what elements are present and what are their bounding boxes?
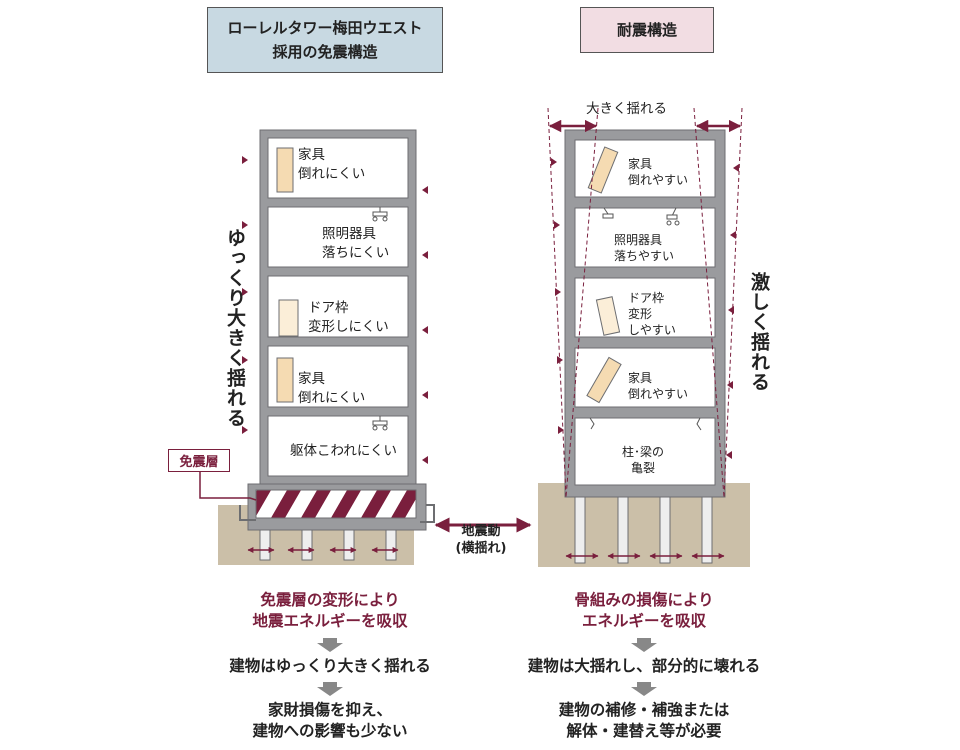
isolation-leader — [199, 472, 257, 501]
left-furniture — [276, 147, 294, 193]
isolation-structure-title: ローレルタワー梅田ウエスト 採用の免震構造 — [207, 7, 443, 73]
label-line: 照明器具 — [614, 233, 663, 247]
label-line: 倒れにくい — [298, 390, 366, 406]
down-arrow-icon — [317, 682, 343, 696]
label-line: 家具 — [628, 157, 653, 171]
label-line: 家具 — [628, 371, 653, 385]
left-floor-3-label: ドア枠 変形しにくい — [308, 299, 389, 337]
flow-line: 建物はゆっくり大きく揺れる — [229, 657, 431, 675]
flow-line: 建物への影響も少ない — [252, 722, 408, 740]
crack-mark — [589, 417, 595, 430]
left-step2-text: 建物はゆっくり大きく揺れる — [200, 656, 460, 677]
left-floor-1-label: 家具 倒れにくい — [298, 146, 365, 184]
large-sway-label: 大きく揺れる — [586, 101, 667, 117]
flow-arrows — [317, 638, 657, 696]
flow-line: 地震エネルギーを吸収 — [252, 612, 408, 630]
down-arrow-icon — [631, 638, 657, 652]
flow-line: 建物の補修・補強または — [558, 701, 730, 719]
right-result-text: 骨組みの損傷により エネルギーを吸収 — [524, 590, 764, 632]
lamp-icon — [666, 207, 680, 226]
label-line: 変形 — [628, 307, 653, 321]
flow-line: 骨組みの損傷により — [574, 591, 714, 609]
label-line: 倒れやすい — [628, 387, 689, 401]
left-step3-text: 家財損傷を抑え、 建物への影響も少ない — [200, 700, 460, 742]
label-line: 柱･梁の — [622, 445, 665, 459]
earthquake-resistant-title: 耐震構造 — [580, 7, 714, 53]
down-arrow-icon — [631, 682, 657, 696]
right-step2-text: 建物は大揺れし、部分的に壊れる — [500, 656, 788, 677]
left-floor-4-label: 家具 倒れにくい — [298, 370, 365, 408]
left-furniture — [276, 357, 294, 403]
right-pile — [617, 496, 629, 564]
flow-line: 解体・建替え等が必要 — [566, 722, 722, 740]
title-left-line1: ローレルタワー梅田ウエスト — [227, 19, 423, 37]
flow-line: 免震層の変形により — [260, 591, 400, 609]
right-furniture — [586, 356, 622, 404]
right-room-2 — [574, 207, 716, 268]
left-floor-5-label: 躯体こわれにくい — [290, 442, 397, 461]
label-line: 亀裂 — [631, 461, 656, 475]
left-floor-2-label: 照明器具 落ちにくい — [322, 225, 389, 263]
lamp-icon — [602, 207, 614, 219]
title-left-line2: 採用の免震構造 — [272, 43, 378, 61]
left-pile — [301, 529, 313, 561]
right-floor-5-label: 柱･梁の 亀裂 — [622, 444, 664, 476]
right-floor-4-label: 家具 倒れやすい — [628, 370, 688, 402]
sway-lines — [547, 107, 743, 498]
right-pile — [574, 496, 586, 564]
ground-motion-line1: 地震動 — [461, 524, 501, 539]
right-pile — [701, 496, 713, 564]
label-line: ドア枠 — [308, 300, 349, 316]
ground-motion-line2: (横揺れ) — [455, 541, 507, 556]
label-line: 照明器具 — [322, 226, 376, 242]
label-line: しやすい — [628, 323, 676, 337]
ground-motion-label: 地震動 (横揺れ) — [440, 523, 522, 557]
label-line: 躯体こわれにくい — [290, 443, 398, 459]
right-step3-text: 建物の補修・補強または 解体・建替え等が必要 — [510, 700, 778, 742]
left-result-text: 免震層の変形により 地震エネルギーを吸収 — [210, 590, 450, 632]
label-line: 変形しにくい — [308, 319, 389, 335]
label-line: 家具 — [298, 147, 325, 163]
lamp-icon — [372, 207, 388, 222]
label-line: 落ちにくい — [322, 245, 390, 261]
right-furniture — [587, 146, 619, 194]
left-pile — [385, 529, 397, 561]
right-sway-arrows — [551, 158, 739, 459]
flow-line: 建物は大揺れし、部分的に壊れる — [527, 657, 761, 675]
slow-sway-text: ゆっくり大きく揺れる — [224, 228, 246, 428]
crack-mark — [696, 417, 702, 431]
left-building — [199, 129, 435, 565]
label-line: 倒れやすい — [628, 173, 689, 187]
left-pile — [259, 529, 271, 561]
right-door — [595, 296, 621, 336]
right-room-5 — [574, 417, 716, 486]
label-line: 落ちやすい — [614, 249, 675, 263]
label-line: ドア枠 — [628, 291, 665, 305]
flow-line: エネルギーを吸収 — [581, 612, 706, 630]
left-pile — [343, 529, 355, 561]
label-line: 倒れにくい — [298, 166, 366, 182]
right-floor-1-label: 家具 倒れやすい — [628, 156, 688, 188]
left-sway-arrows — [242, 156, 428, 464]
title-right-text: 耐震構造 — [616, 21, 677, 39]
flow-line: 家財損傷を抑え、 — [267, 701, 392, 719]
right-floor-3-label: ドア枠 変形 しやすい — [628, 290, 676, 338]
label-line: 家具 — [298, 371, 325, 387]
right-floor-2-label: 照明器具 落ちやすい — [614, 232, 674, 264]
right-pile — [659, 496, 671, 564]
isolation-layer — [255, 489, 417, 519]
isolation-layer-tag: 免震層 — [168, 449, 230, 472]
violent-sway-text: 激しく揺れる — [748, 272, 770, 392]
down-arrow-icon — [317, 638, 343, 652]
right-building — [538, 107, 750, 567]
left-door — [278, 299, 299, 337]
lamp-icon — [372, 416, 388, 431]
